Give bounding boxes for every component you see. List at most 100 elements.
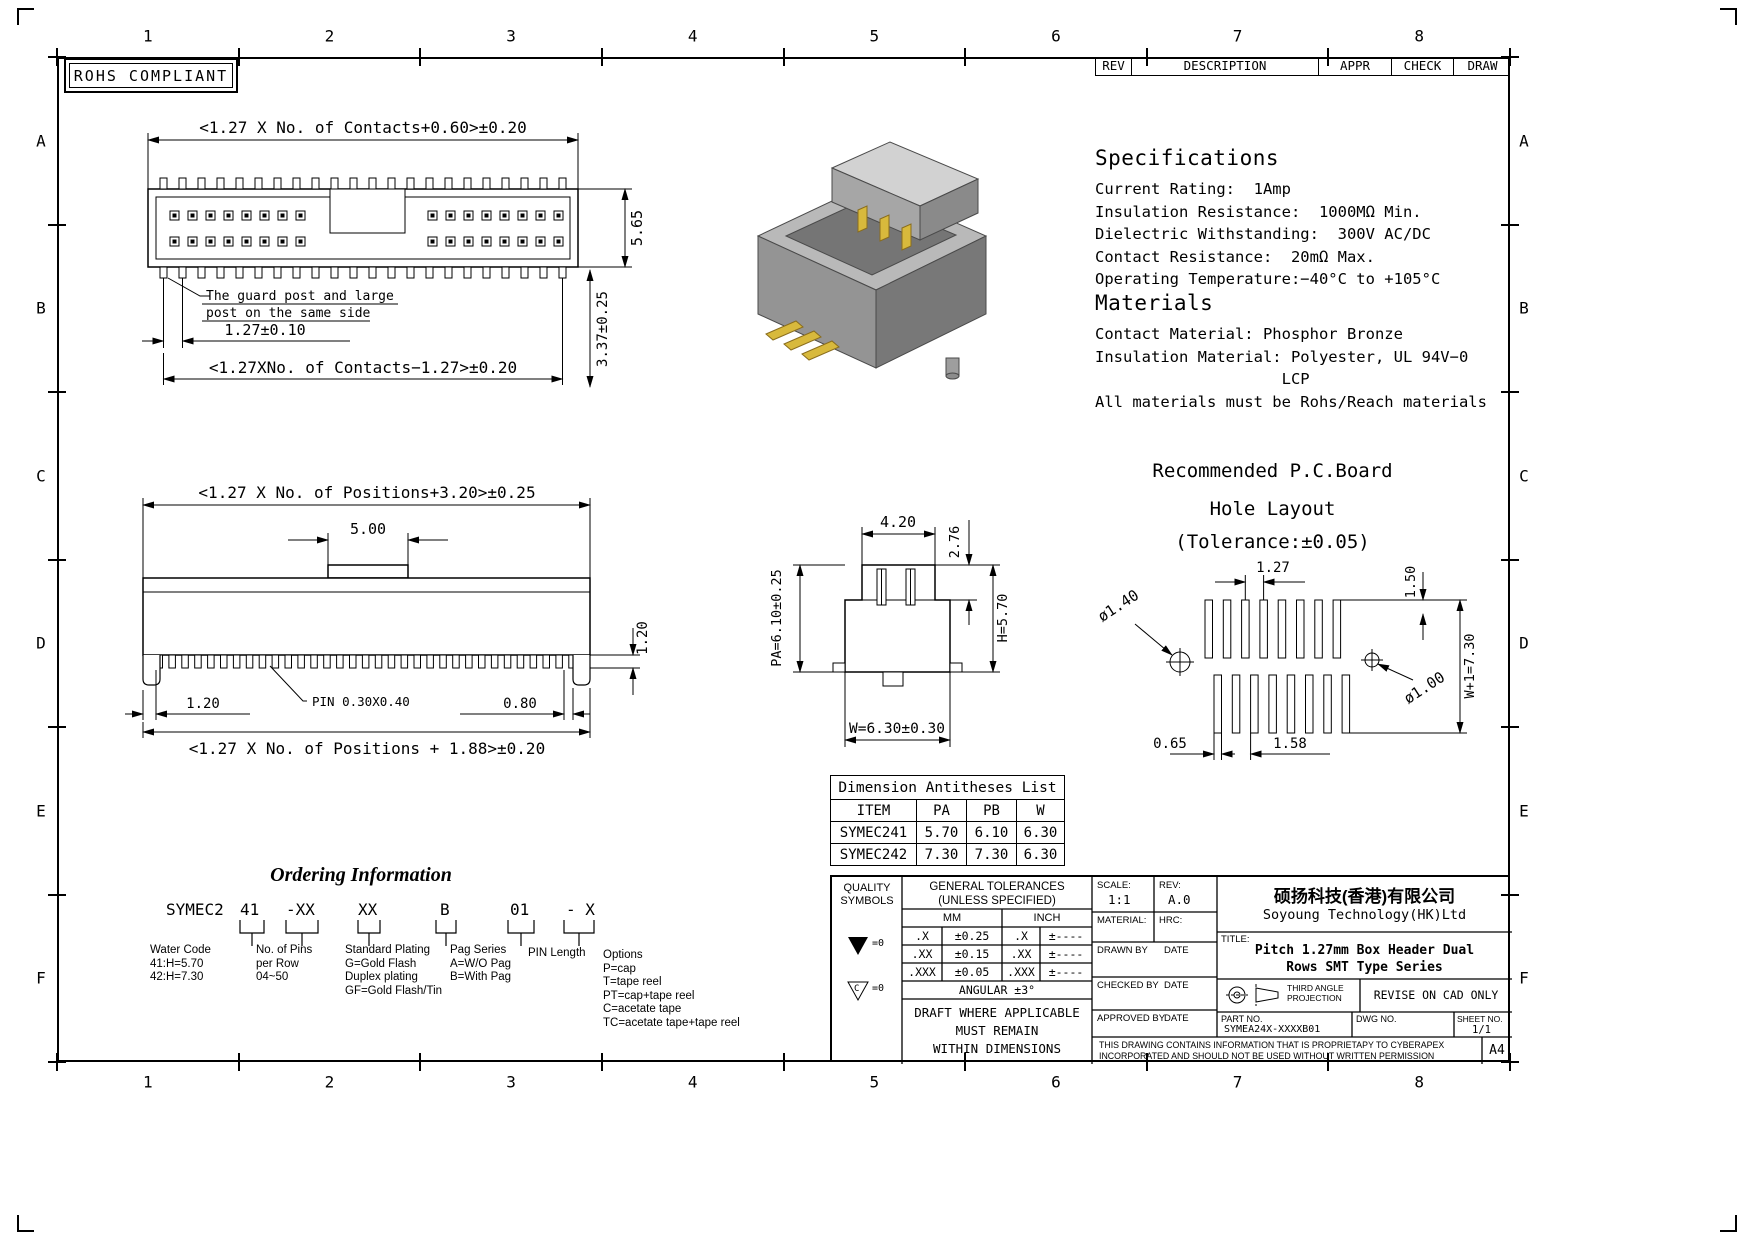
- antitheses-cell: 6.10: [966, 821, 1017, 844]
- pcb-slot-pads: [1204, 599, 1351, 734]
- side-dim-pa: PA=6.10±0.25: [769, 569, 785, 667]
- top-dim-bottom: <1.27XNo. of Contacts−1.27>±0.20: [209, 358, 517, 377]
- rev-label: REV:: [1159, 880, 1181, 891]
- ruler-tick: [1501, 1061, 1519, 1063]
- antitheses-header-pa: PA: [916, 799, 967, 822]
- ordering-segment-series: SYMEC2: [166, 900, 224, 919]
- drawn-by-label: DRAWN BY: [1097, 945, 1148, 956]
- date-label: DATE: [1164, 1013, 1189, 1024]
- iso-gold-lead: [783, 330, 822, 351]
- grid-row-label: B: [36, 298, 46, 318]
- grid-col-label: 3: [506, 1072, 516, 1092]
- grid-col-label: 8: [1414, 1072, 1425, 1092]
- iso-gold-lead: [801, 340, 840, 361]
- grid-col-label: 2: [324, 1072, 335, 1092]
- surface-finish-symbol-filled: =0: [848, 937, 884, 955]
- table-row: SYMEC241 5.70 6.10 6.30: [830, 821, 1065, 844]
- part-no-label: PART NO.: [1221, 1014, 1263, 1024]
- side-dim-h: H=5.70: [995, 594, 1011, 643]
- antitheses-cell: 7.30: [916, 843, 967, 866]
- ruler-tick: [600, 48, 603, 66]
- ordering-segment-pins: -XX: [286, 900, 315, 919]
- angular-tolerance: ANGULAR ±3°: [958, 983, 1036, 997]
- corner-mark: [1720, 8, 1737, 25]
- spec-contact-resistance: Contact Resistance: 20mΩ Max.: [1095, 247, 1375, 266]
- material-contact: Contact Material: Phosphor Bronze: [1095, 325, 1403, 343]
- ruler-tick: [419, 48, 422, 66]
- side-view-left-lead: [832, 662, 846, 673]
- top-view-contacts: [169, 210, 564, 247]
- inch-header: INCH: [1033, 912, 1061, 924]
- appr-col-header: APPR: [1318, 58, 1391, 75]
- side-view-bottom-tab: [882, 671, 904, 687]
- material-rohs-note: All materials must be Rohs/Reach materia…: [1095, 392, 1487, 411]
- front-view-dimension-texts: <1.27 X No. of Positions+3.20>±0.25 5.00…: [186, 483, 651, 758]
- ruler-tick: [1327, 48, 1330, 66]
- ruler-tick: [48, 1061, 66, 1063]
- pcb-hole-layout-drawing: 1.27 1.50 W+1=7.30 ø1.40 ø1.00 0.65 1.58: [1094, 560, 1478, 760]
- ruler-tick: [1501, 391, 1519, 393]
- top-view-smt-leads: [159, 177, 567, 279]
- ruler-tick: [1501, 726, 1519, 728]
- top-view-drawing: <1.27 X No. of Contacts+0.60>±0.20 5.65 …: [142, 118, 646, 388]
- grid-row-label: F: [36, 968, 46, 988]
- proprietary-note-line2: INCORPORATED AND SHOULD NOT BE USED WITH…: [1099, 1051, 1435, 1061]
- antitheses-cell: SYMEC241: [830, 821, 917, 844]
- iso-body-right-face: [875, 235, 987, 369]
- iso-gold-lead: [765, 320, 804, 341]
- rev-value: A.0: [1168, 892, 1191, 907]
- ruler-tick: [48, 893, 66, 896]
- svg-text:=0: =0: [872, 938, 884, 949]
- ordering-title: Ordering Information: [270, 864, 452, 886]
- ruler-tick: [419, 1053, 422, 1071]
- grid-row-label: D: [36, 633, 46, 653]
- side-dim-step: 2.76: [947, 526, 963, 559]
- front-view-drawing: <1.27 X No. of Positions+3.20>±0.25 5.00…: [125, 483, 651, 758]
- side-view-drawing: 4.20 2.76 PA=6.10±0.25 H=5.70 W=6.30±0.3…: [769, 513, 1011, 747]
- ordering-pin-length-label: PIN Length: [528, 947, 586, 959]
- side-dim-w: W=6.30±0.30: [849, 721, 945, 737]
- side-dim-top: 4.20: [880, 513, 916, 531]
- tol-mm-label: .XXX: [908, 965, 936, 979]
- grid-col-label: 1: [142, 1072, 153, 1092]
- scale-value: 1:1: [1108, 892, 1131, 907]
- check-col-header: CHECK: [1391, 58, 1453, 75]
- top-dim-height: 5.65: [628, 210, 646, 246]
- guard-post-callout-line2: post on the same side: [206, 306, 371, 321]
- spec-operating-temperature: Operating Temperature:−40°C to +105°C: [1095, 270, 1441, 288]
- pin-size-callout: PIN 0.30X0.40: [312, 694, 410, 709]
- title-label: TITLE:: [1221, 934, 1250, 945]
- tol-mm-value: ±0.25: [954, 929, 990, 943]
- ruler-tick: [782, 1053, 785, 1071]
- top-dim-width: <1.27 X No. of Contacts+0.60>±0.20: [199, 118, 527, 137]
- table-row: ITEM PA PB W: [830, 799, 1065, 822]
- pcb-dim-slot-width: 0.65: [1153, 736, 1187, 752]
- materials-block: Materials Contact Material: Phosphor Bro…: [1095, 291, 1487, 413]
- tol-mm-label: .XX: [911, 947, 933, 961]
- tol-mm-value: ±0.15: [954, 947, 990, 961]
- antitheses-cell: 6.30: [1016, 843, 1065, 866]
- material-insulation: Insulation Material: Polyester, UL 94V−0: [1095, 347, 1469, 366]
- tol-mm-label: .X: [915, 929, 929, 943]
- dimension-antitheses-table: Dimension Antitheses List ITEM PA PB W S…: [830, 775, 1065, 866]
- front-view-left-guard-post: [142, 655, 161, 686]
- ordering-segment-options: - X: [566, 900, 595, 919]
- ruler-tick: [48, 726, 66, 728]
- ruler-tick: [1501, 893, 1519, 896]
- iso-gold-pin: [901, 223, 912, 251]
- pcb-dim-pitch: 1.27: [1256, 560, 1290, 576]
- tol-inch-value: ±----: [1048, 947, 1084, 961]
- corner-mark: [17, 1215, 34, 1232]
- title-block: QUALITY SYMBOLS =0 C =0 GENERAL TOLERANC…: [830, 875, 1512, 1064]
- pcb-dim-row-offset: 1.50: [1403, 566, 1419, 599]
- tol-inch-label: .XX: [1010, 947, 1032, 961]
- ruler-tick: [1145, 48, 1148, 66]
- antitheses-cell: 6.30: [1016, 821, 1065, 844]
- ruler-tick: [237, 1053, 240, 1071]
- title-block-grid: [901, 877, 1512, 1064]
- grid-row-label: F: [1519, 968, 1529, 988]
- description-col-header: DESCRIPTION: [1131, 58, 1318, 75]
- ordering-options-label: Options P=cap T=tape reel PT=cap+tape re…: [603, 949, 740, 1029]
- side-view-right-lead: [949, 662, 963, 673]
